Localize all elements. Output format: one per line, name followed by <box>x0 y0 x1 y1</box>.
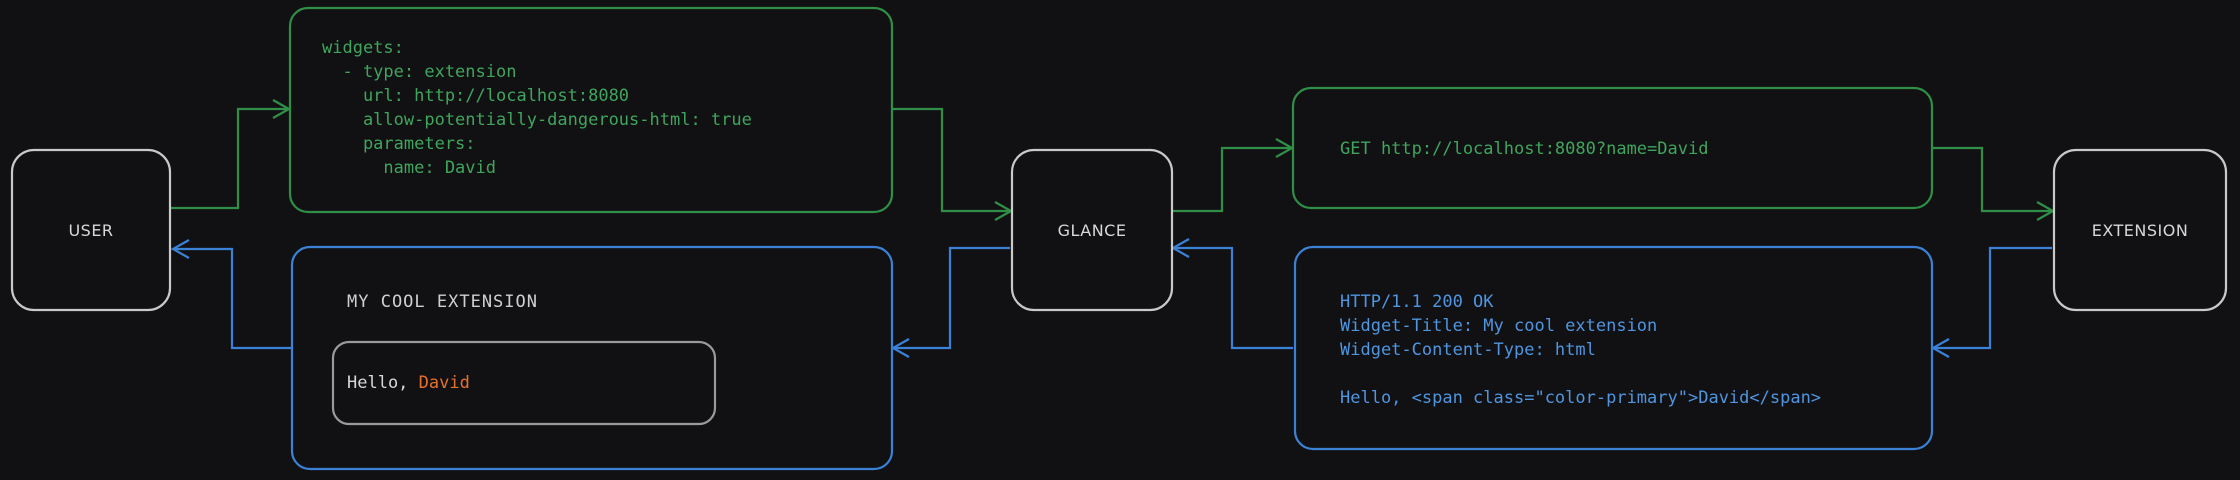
http-response-text: HTTP/1.1 200 OK Widget-Title: My cool ex… <box>1340 292 1822 408</box>
widget-greeting-prefix: Hello, <box>347 373 419 393</box>
message-box-http-response <box>1293 245 1934 451</box>
node-user-box[interactable] <box>10 148 172 312</box>
edge-glance-to-widget <box>890 246 1010 358</box>
edge-response-to-glance <box>1170 238 1293 350</box>
widget-title-label: MY COOL EXTENSION <box>347 292 538 312</box>
edge-glance-to-request <box>1172 138 1295 213</box>
edge-extension-to-response <box>1930 246 2052 358</box>
widget-greeting-name: David <box>418 373 470 393</box>
widget-body-text: Hello, David <box>347 373 470 393</box>
config-yaml-text: widgets: - type: extension url: http://l… <box>322 38 752 178</box>
node-glance-box[interactable] <box>1010 148 1174 312</box>
edge-widget-to-user <box>170 239 291 350</box>
widget-content-frame <box>331 340 717 426</box>
node-extension-label: EXTENSION <box>2091 221 2189 240</box>
node-glance-label: GLANCE <box>1057 221 1127 240</box>
http-request-text: GET http://localhost:8080?name=David <box>1340 139 1709 159</box>
node-user-label: USER <box>68 221 114 240</box>
message-box-http-request <box>1291 86 1934 210</box>
edge-user-to-config <box>170 99 292 210</box>
message-box-config-yaml <box>288 6 894 214</box>
node-extension-box[interactable] <box>2052 148 2228 312</box>
edge-config-to-glance <box>892 107 1014 221</box>
edge-request-to-extension <box>1932 146 2056 221</box>
